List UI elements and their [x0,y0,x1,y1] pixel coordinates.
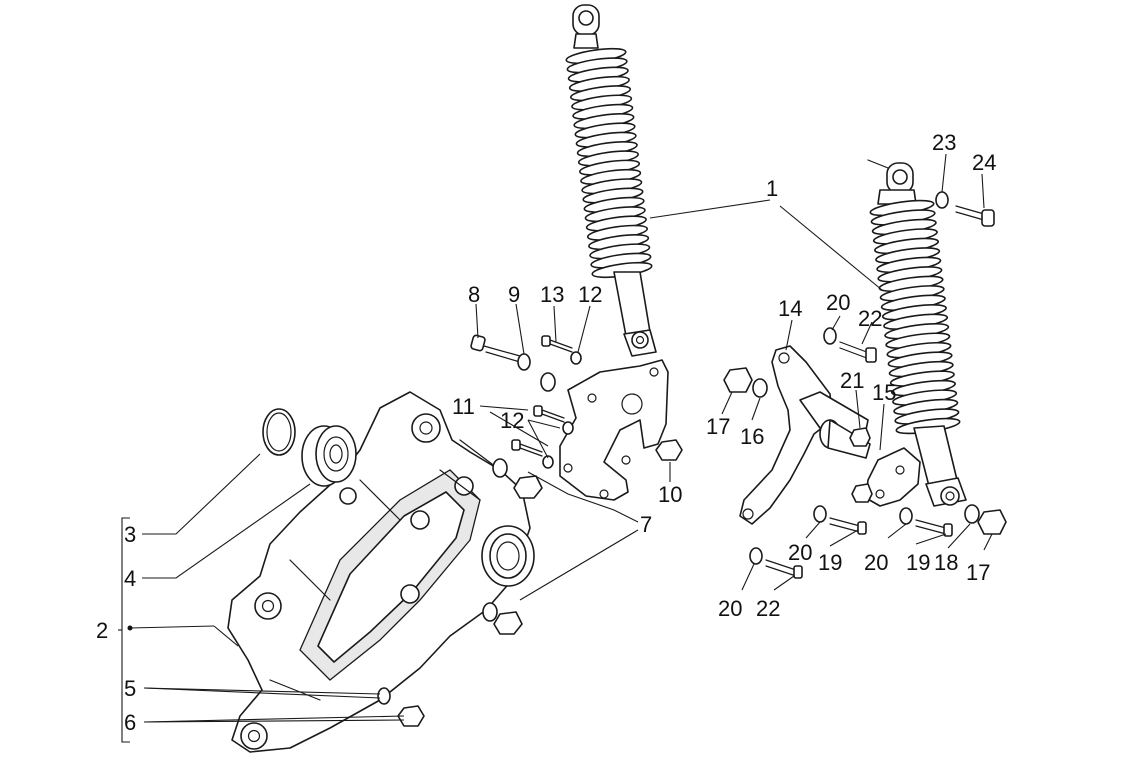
callout-12-mid: 12 [500,408,524,433]
callout-22-bottom: 22 [756,596,780,621]
shock-absorber-right [867,159,967,507]
bracket-dot [127,625,133,631]
callout-23: 23 [932,130,956,155]
callout-20-left: 20 [788,540,812,565]
shock-absorber-left [565,4,657,357]
bearing [301,425,357,487]
callout-11: 11 [452,394,475,419]
callout-21: 21 [840,368,864,393]
callout-20-bottom: 20 [718,596,742,621]
callout-24: 24 [972,150,996,175]
callout-17-right: 17 [966,560,990,585]
callout-16: 16 [740,424,764,449]
callout-18: 18 [934,550,958,575]
callout-19-left: 19 [818,550,842,575]
callout-20-right: 20 [864,550,888,575]
callout-9: 9 [508,282,520,307]
shock-bracket [470,334,683,501]
leader-lines [118,153,993,743]
callout-13: 13 [540,282,564,307]
callout-15: 15 [872,380,896,405]
callout-12-top: 12 [578,282,602,307]
callout-19-right: 19 [906,550,930,575]
callout-4: 4 [124,566,136,591]
callout-8: 8 [468,282,480,307]
callout-14: 14 [778,296,802,321]
callout-2: 2 [96,618,108,643]
callout-3: 3 [124,522,136,547]
circlip [262,408,296,456]
swingarm [227,391,535,753]
linkage-assembly [723,191,1007,579]
callout-labels: 1 2 3 4 5 6 7 8 9 10 11 12 12 13 14 15 1… [96,130,996,735]
callout-5: 5 [124,676,136,701]
callout-7: 7 [640,512,652,537]
callout-17-top: 17 [706,414,730,439]
callout-22-top: 22 [858,306,882,331]
callout-20-top: 20 [826,290,850,315]
callout-6: 6 [124,710,136,735]
callout-1: 1 [766,176,778,201]
callout-10: 10 [658,482,682,507]
